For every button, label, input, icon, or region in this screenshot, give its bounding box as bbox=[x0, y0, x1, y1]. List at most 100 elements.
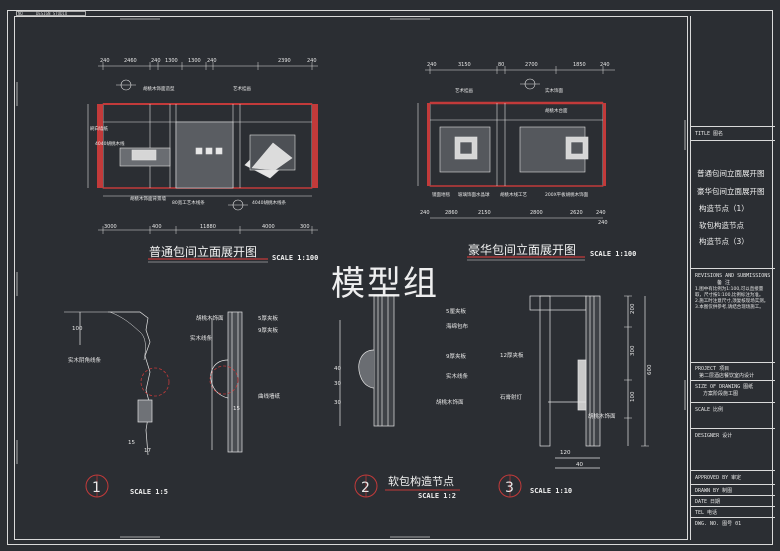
tb-drawing-5: 构造节点（3） bbox=[699, 237, 749, 246]
svg-text:5厘夹板: 5厘夹板 bbox=[446, 307, 466, 315]
svg-text:2860: 2860 bbox=[445, 210, 458, 216]
detail-2-section bbox=[339, 295, 395, 427]
left-elevation-title: 普通包间立面展开图 bbox=[149, 245, 258, 259]
header-tag-box bbox=[16, 11, 86, 16]
svg-text:200X平板胡桃木饰面: 200X平板胡桃木饰面 bbox=[545, 191, 589, 198]
svg-text:艺术挂画: 艺术挂画 bbox=[233, 85, 251, 92]
svg-text:2700: 2700 bbox=[525, 62, 538, 68]
header-tag-studio: DESIGN STUDIO bbox=[36, 11, 68, 16]
tb-note-3: 3.本图仅供参考,请结合现场施工。 bbox=[695, 305, 764, 310]
svg-text:胡桃木台面: 胡桃木台面 bbox=[545, 107, 568, 114]
svg-text:胡桃木饰面背景墙: 胡桃木饰面背景墙 bbox=[130, 195, 166, 202]
svg-text:240: 240 bbox=[420, 210, 430, 216]
svg-text:刷白墙纸: 刷白墙纸 bbox=[90, 125, 108, 132]
tb-drawing-2: 豪华包间立面展开图 bbox=[697, 187, 765, 196]
svg-text:5厚夹板: 5厚夹板 bbox=[258, 314, 278, 322]
right-elevation bbox=[417, 66, 615, 219]
svg-text:240: 240 bbox=[151, 58, 161, 64]
title-block: TITLE 图名 普通包间立面展开图 豪华包间立面展开图 构造节点（1） 软包构… bbox=[690, 16, 775, 540]
svg-text:11880: 11880 bbox=[200, 224, 216, 230]
detail-2-number: 2 bbox=[361, 480, 370, 496]
svg-text:240: 240 bbox=[427, 62, 437, 68]
svg-text:40: 40 bbox=[334, 366, 341, 372]
svg-text:1300: 1300 bbox=[188, 58, 201, 64]
svg-text:实木饰面: 实木饰面 bbox=[545, 87, 563, 94]
svg-text:2800: 2800 bbox=[530, 210, 543, 216]
svg-text:1300: 1300 bbox=[165, 58, 178, 64]
tb-drawing-4: 软包构造节点 bbox=[699, 221, 744, 230]
tb-notes: 1.图中有比例为1:100,可以直接量取，尺寸按1:100,比例标注为准。 2.… bbox=[695, 287, 771, 311]
svg-text:胡桃木饰面: 胡桃木饰面 bbox=[588, 412, 616, 420]
svg-text:2460: 2460 bbox=[124, 58, 137, 64]
svg-text:2150: 2150 bbox=[478, 210, 491, 216]
detail-1-number: 1 bbox=[92, 480, 101, 496]
svg-text:胡桃木饰面: 胡桃木饰面 bbox=[436, 398, 464, 406]
tb-tel: TEL 电话 bbox=[695, 510, 718, 516]
tb-revisions-head: REVISIONS AND SUBMISSIONS bbox=[695, 273, 771, 279]
svg-text:曲线墙纸: 曲线墙纸 bbox=[258, 392, 281, 400]
left-elevation bbox=[87, 62, 318, 234]
left-elev-labels: 胡桃木饰面造型 艺术挂画 刷白墙纸 4040胡桃木线 胡桃木饰面背景墙 80宽工… bbox=[90, 85, 286, 206]
svg-text:9厚夹板: 9厚夹板 bbox=[446, 352, 466, 360]
svg-text:3150: 3150 bbox=[458, 62, 471, 68]
svg-text:17: 17 bbox=[144, 448, 151, 454]
left-elev-dims: 240 2460 240 1300 1300 240 2390 240 3000… bbox=[100, 58, 317, 230]
svg-text:240: 240 bbox=[596, 210, 606, 216]
svg-text:9厚夹板: 9厚夹板 bbox=[258, 326, 278, 334]
header-tag-no: NO bbox=[18, 11, 23, 16]
detail-2-labels: 5厘夹板 海绵包布 9厚夹板 实木线条 胡桃木饰面 40 30 30 bbox=[334, 307, 469, 406]
detail-3-section bbox=[529, 295, 649, 469]
svg-text:镜面地毯: 镜面地毯 bbox=[432, 191, 450, 198]
svg-text:80宽工艺木线条: 80宽工艺木线条 bbox=[172, 199, 205, 206]
svg-text:240: 240 bbox=[100, 58, 110, 64]
svg-text:100: 100 bbox=[72, 326, 83, 332]
svg-text:240: 240 bbox=[598, 220, 608, 226]
right-elevation-title: 豪华包间立面展开图 bbox=[468, 243, 577, 257]
svg-text:240: 240 bbox=[307, 58, 317, 64]
detail-1-section bbox=[64, 311, 243, 456]
svg-text:120: 120 bbox=[560, 450, 571, 456]
svg-text:2620: 2620 bbox=[570, 210, 583, 216]
tb-size-label: SIZE OF DRAWING 图纸 bbox=[695, 384, 754, 390]
detail-2-title: 软包构造节点 bbox=[388, 474, 454, 488]
tb-title-label: TITLE 图名 bbox=[695, 131, 724, 137]
detail-3-scale: SCALE 1:10 bbox=[530, 487, 573, 495]
svg-text:300: 300 bbox=[300, 224, 310, 230]
svg-text:实木线条: 实木线条 bbox=[190, 334, 213, 342]
svg-text:40: 40 bbox=[576, 462, 583, 468]
tb-size-value: 方案阶段施工图 bbox=[703, 391, 739, 397]
svg-text:80: 80 bbox=[498, 62, 504, 68]
tb-note-1: 1.图中有比例为1:100,可以直接量取，尺寸按1:100,比例标注为准。 bbox=[695, 287, 764, 298]
right-elev-dims: 240 3150 80 2700 1850 240 2860 2150 2800… bbox=[420, 62, 610, 226]
svg-text:2390: 2390 bbox=[278, 58, 291, 64]
svg-text:胡桃木饰面造型: 胡桃木饰面造型 bbox=[143, 85, 175, 92]
svg-text:15: 15 bbox=[128, 440, 135, 446]
svg-text:海绵包布: 海绵包布 bbox=[446, 322, 469, 330]
svg-text:400: 400 bbox=[152, 224, 162, 230]
tb-scale: SCALE 比例 bbox=[695, 407, 724, 413]
svg-text:胡桃木饰面: 胡桃木饰面 bbox=[196, 314, 224, 322]
svg-text:玻璃饰面水晶球: 玻璃饰面水晶球 bbox=[458, 191, 490, 198]
right-elevation-scale: SCALE 1:100 bbox=[590, 250, 637, 258]
tb-project-name: 第二层酒店餐饮室内设计 bbox=[699, 373, 755, 379]
detail-1-scale: SCALE 1:5 bbox=[130, 488, 168, 496]
svg-text:实木阴角线条: 实木阴角线条 bbox=[68, 356, 102, 364]
right-elev-labels: 艺术挂画 实木饰面 镜面地毯 胡桃木台面 玻璃饰面水晶球 胡桃木线工艺 200X… bbox=[432, 87, 589, 198]
tb-drawn: DRAWN BY 制图 bbox=[695, 488, 733, 494]
svg-text:15: 15 bbox=[233, 406, 240, 412]
drawing-area bbox=[14, 16, 688, 540]
tb-drawing-3: 构造节点（1） bbox=[699, 204, 749, 213]
svg-text:240: 240 bbox=[600, 62, 610, 68]
tb-drawing-1: 普通包间立面展开图 bbox=[697, 169, 765, 178]
svg-text:1850: 1850 bbox=[573, 62, 586, 68]
tb-note-2: 2.施工时注意尺寸,须复核现场实测。 bbox=[695, 299, 769, 304]
svg-text:胡桃木线工艺: 胡桃木线工艺 bbox=[500, 191, 527, 198]
tb-date: DATE 日期 bbox=[695, 499, 721, 505]
left-elevation-scale: SCALE 1:100 bbox=[272, 254, 319, 262]
tb-project-label: PROJECT 项目 bbox=[695, 366, 730, 372]
svg-text:4040胡桃木线条: 4040胡桃木线条 bbox=[252, 199, 286, 206]
detail-3-number: 3 bbox=[505, 480, 514, 496]
svg-text:实木线条: 实木线条 bbox=[446, 372, 469, 380]
tb-revisions-cn: 备 注 bbox=[717, 280, 731, 286]
